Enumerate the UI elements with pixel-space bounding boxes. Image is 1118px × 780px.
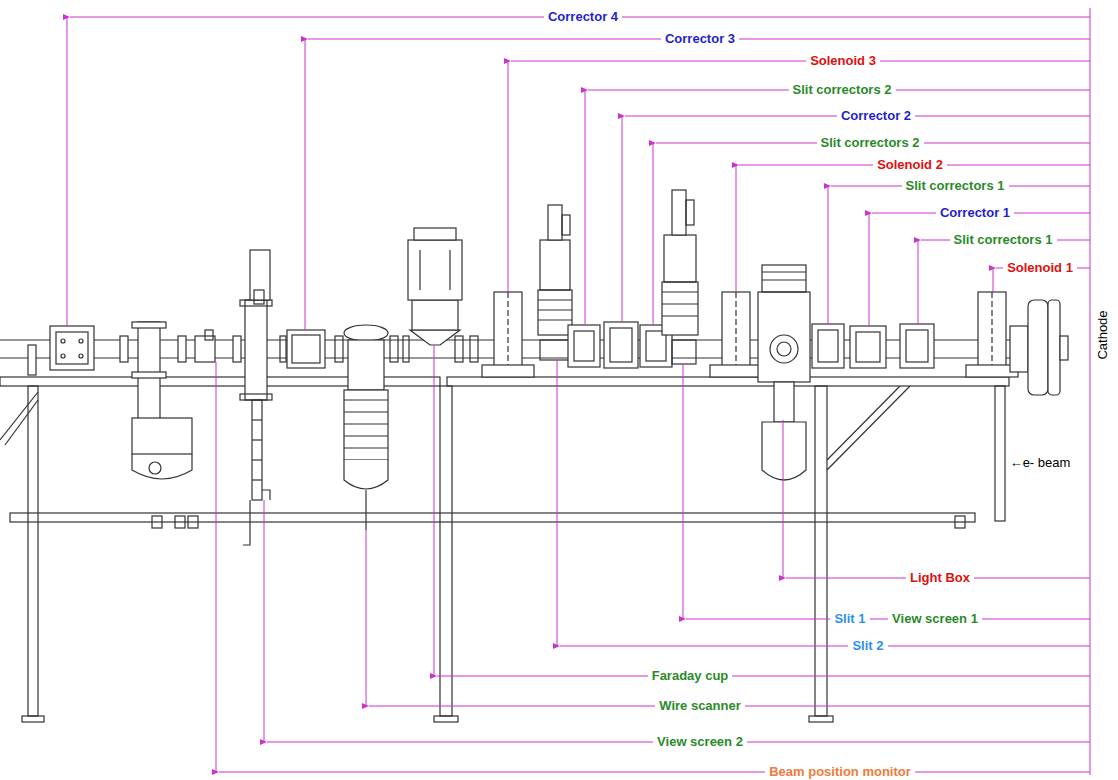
slit-corrector-label: Slit correctors 1 <box>950 232 1057 248</box>
slit-corrector-label: Slit correctors 2 <box>817 135 924 151</box>
slit-label: Slit 1 <box>830 611 869 627</box>
slit-corrector-label: Slit correctors 1 <box>902 178 1009 194</box>
slit-corrector-label: Slit correctors 2 <box>789 82 896 98</box>
corrector-label: Corrector 3 <box>661 31 739 47</box>
corrector-label: Corrector 1 <box>936 205 1014 221</box>
solenoid-label: Solenoid 3 <box>806 53 880 69</box>
solenoid-label: Solenoid 2 <box>873 157 947 173</box>
view-screen-label: View screen 2 <box>653 734 747 750</box>
light-box-label: Light Box <box>906 570 974 586</box>
bpm-label: Beam position monitor <box>765 764 915 780</box>
faraday-cup-label: Faraday cup <box>648 668 733 684</box>
beam-direction-label: ←e- beam <box>1006 455 1075 471</box>
slit-label: Slit 2 <box>848 638 887 654</box>
cathode-label: Cathode <box>1095 306 1111 363</box>
corrector-label: Corrector 4 <box>544 9 622 25</box>
view-screen-label: View screen 1 <box>888 611 982 627</box>
corrector-label: Corrector 2 <box>837 108 915 124</box>
solenoid-label: Solenoid 1 <box>1003 260 1077 276</box>
wire-scanner-label: Wire scanner <box>655 698 745 714</box>
